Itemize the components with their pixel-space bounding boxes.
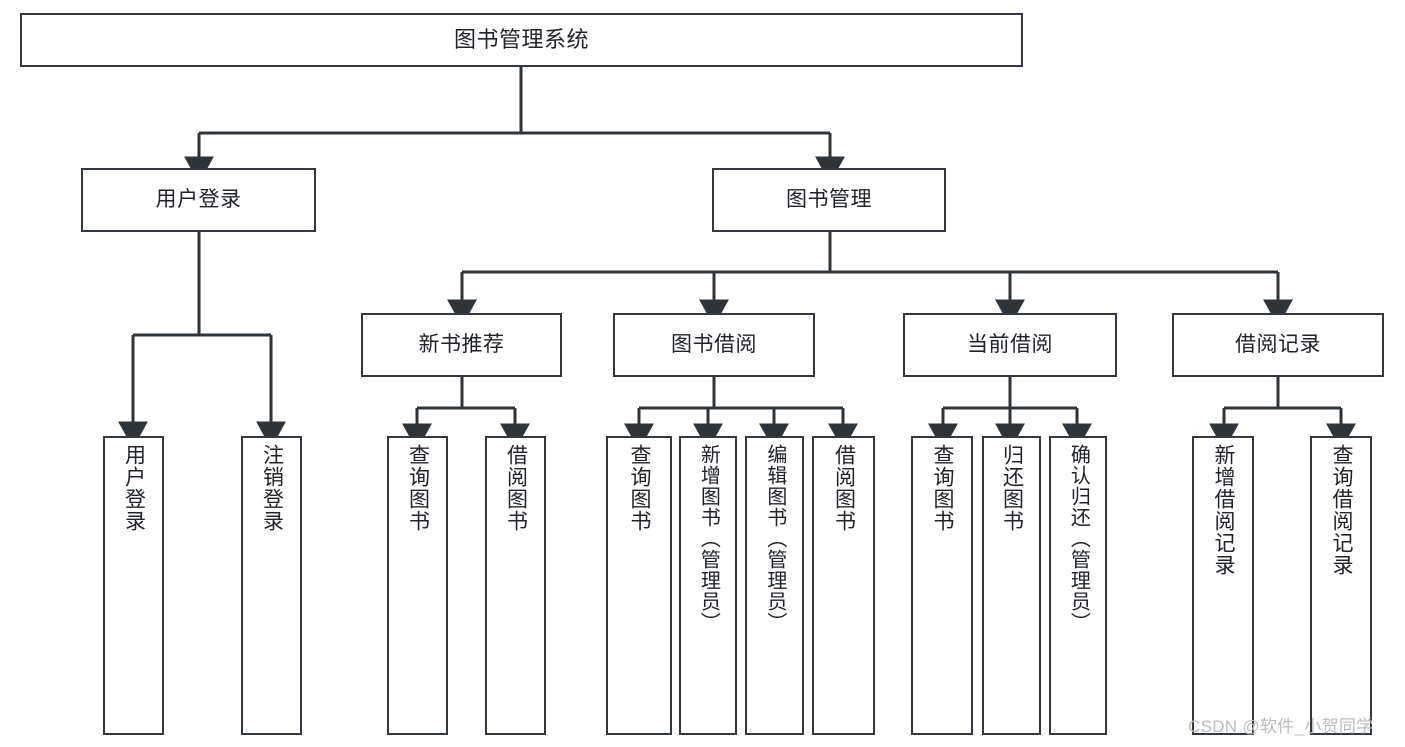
- node-leaf-borrow-book-1[interactable]: 借阅图书: [485, 436, 546, 735]
- node-leaf-user-login[interactable]: 用户登录: [103, 436, 164, 735]
- node-new-book-recommend[interactable]: 新书推荐: [361, 313, 562, 377]
- node-label: 用户登录: [155, 188, 242, 212]
- node-label: 新增借阅记录: [1211, 444, 1235, 576]
- node-leaf-query-book-3[interactable]: 查询图书: [911, 436, 973, 735]
- node-label: 查询借阅记录: [1329, 444, 1353, 576]
- node-label: 查询图书: [406, 444, 430, 532]
- node-leaf-confirm-return[interactable]: 确认归还（管理员）: [1049, 436, 1107, 735]
- node-label: 借阅记录: [1235, 333, 1321, 357]
- node-label: 注销登录: [260, 444, 284, 532]
- node-leaf-logout-login[interactable]: 注销登录: [241, 436, 302, 735]
- node-leaf-borrow-book-2[interactable]: 借阅图书: [812, 436, 875, 735]
- node-label: 图书借阅: [671, 333, 757, 357]
- node-label: 当前借阅: [967, 333, 1053, 357]
- node-label: 归还图书: [1000, 444, 1024, 532]
- node-label: 借阅图书: [504, 444, 528, 532]
- node-label: 确认归还（管理员）: [1067, 444, 1090, 633]
- node-leaf-query-book-2[interactable]: 查询图书: [606, 436, 672, 735]
- node-borrow-record[interactable]: 借阅记录: [1172, 313, 1384, 377]
- node-leaf-add-book[interactable]: 新增图书（管理员）: [679, 436, 737, 735]
- node-label: 编辑图书（管理员）: [763, 444, 786, 633]
- node-label: 图书管理: [786, 188, 872, 212]
- node-label: 新书推荐: [418, 333, 505, 357]
- node-label: 借阅图书: [832, 444, 856, 532]
- node-leaf-query-record[interactable]: 查询借阅记录: [1310, 436, 1372, 735]
- node-leaf-return-book[interactable]: 归还图书: [982, 436, 1041, 735]
- node-book-management[interactable]: 图书管理: [712, 168, 946, 232]
- node-leaf-edit-book[interactable]: 编辑图书（管理员）: [745, 436, 804, 735]
- node-label: 新增图书（管理员）: [697, 444, 720, 633]
- node-user-login[interactable]: 用户登录: [81, 168, 316, 232]
- csdn-watermark: CSDN @软件_小贺同学: [1188, 717, 1374, 736]
- node-label: 查询图书: [627, 444, 651, 532]
- node-root-system[interactable]: 图书管理系统: [20, 13, 1023, 67]
- node-book-borrow[interactable]: 图书借阅: [613, 313, 815, 377]
- node-label: 查询图书: [930, 444, 954, 532]
- node-label: 用户登录: [122, 444, 146, 532]
- node-leaf-add-record[interactable]: 新增借阅记录: [1192, 436, 1254, 735]
- node-label: 图书管理系统: [453, 26, 589, 52]
- node-leaf-query-book-1[interactable]: 查询图书: [387, 436, 448, 735]
- node-current-borrow[interactable]: 当前借阅: [903, 313, 1117, 377]
